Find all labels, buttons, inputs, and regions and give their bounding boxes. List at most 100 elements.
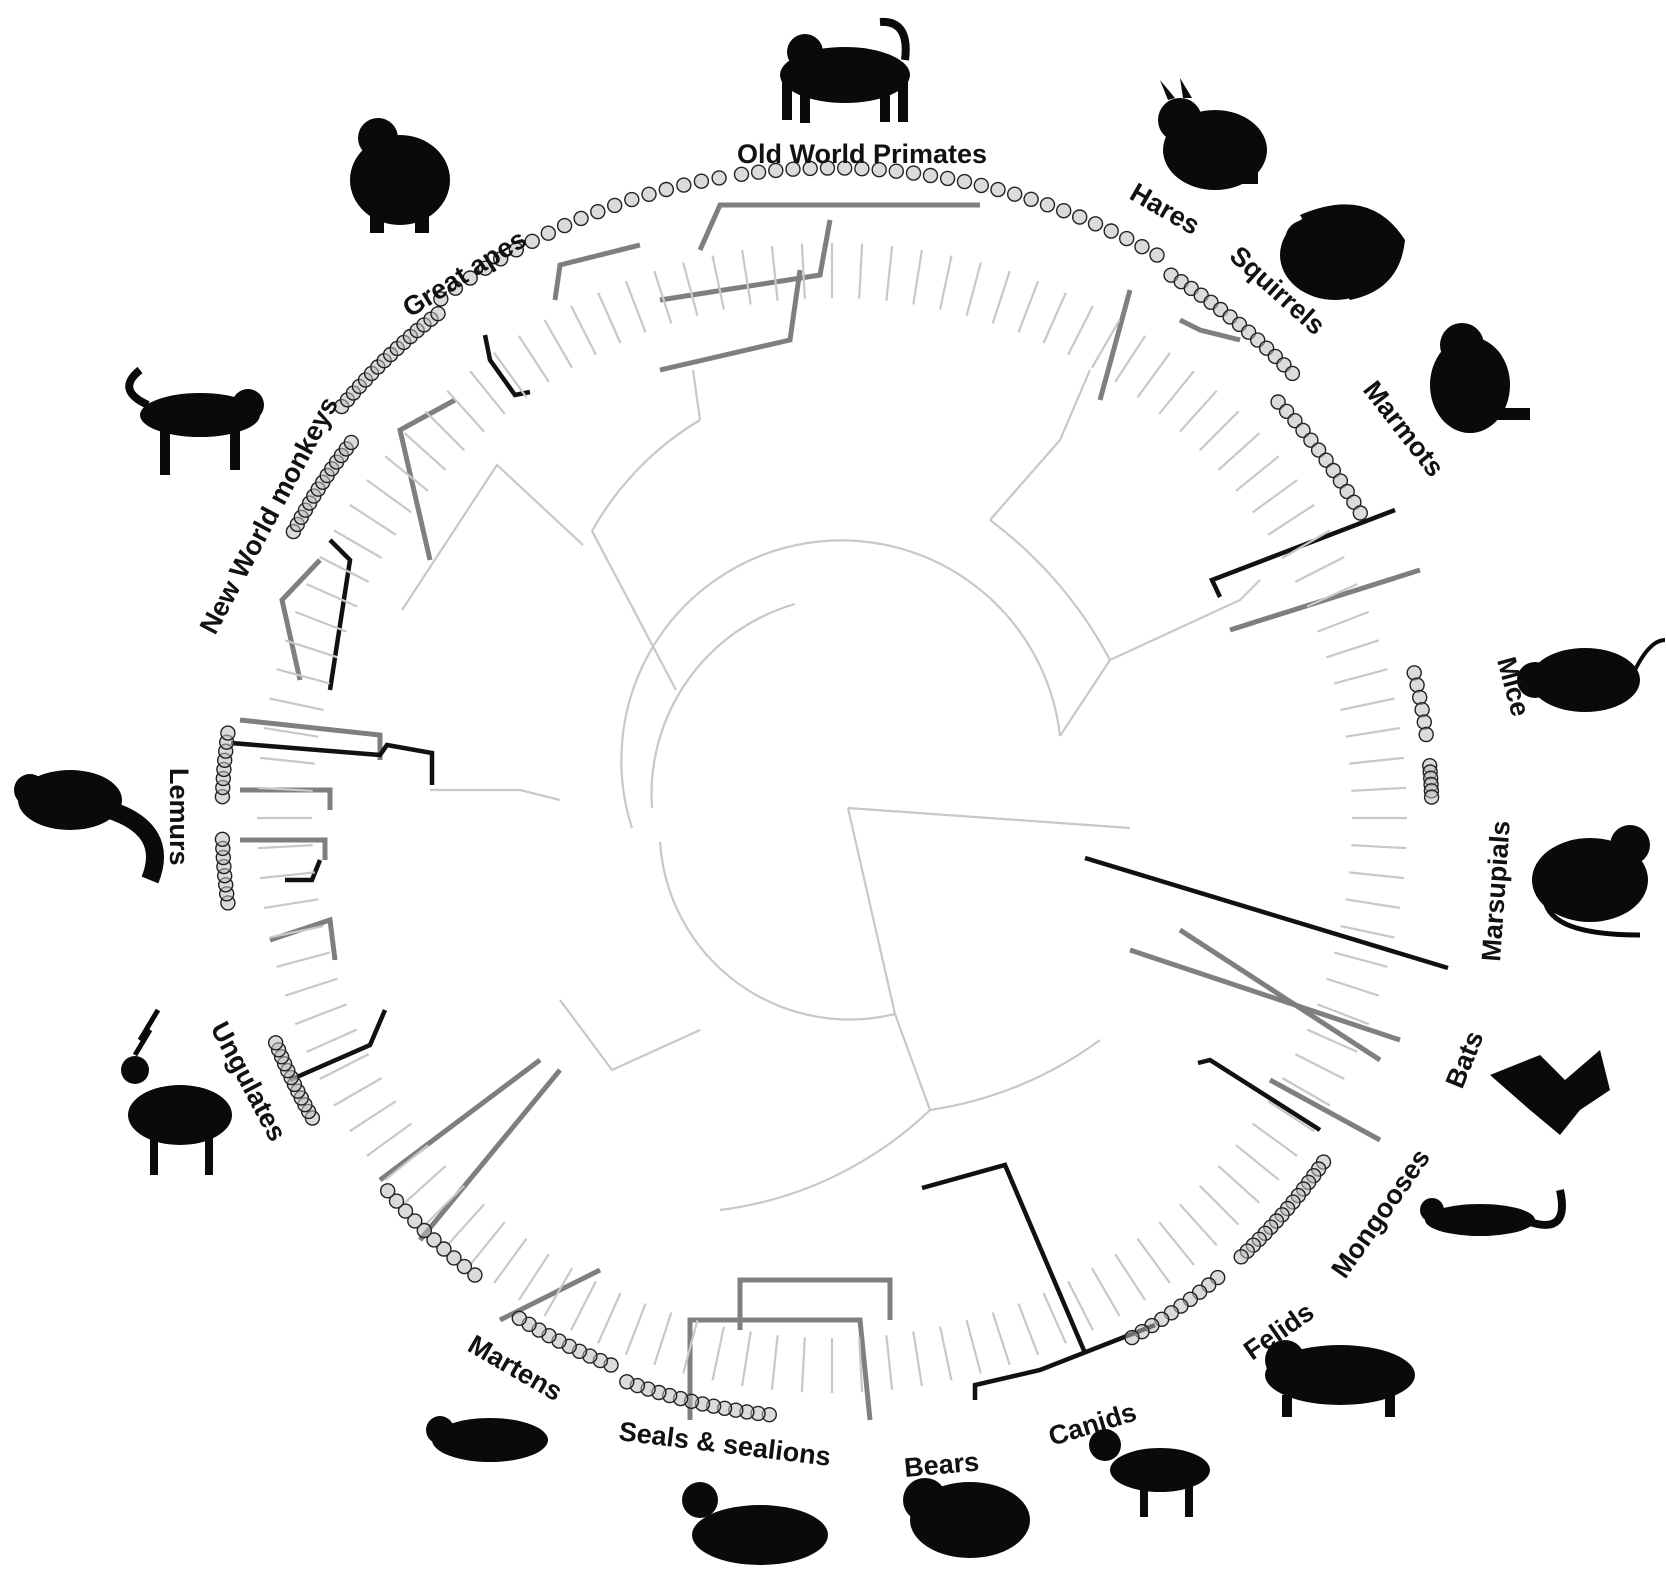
tip-line: [885, 1335, 894, 1391]
canid-stem: [921, 1162, 1088, 1354]
bat-branch: [1129, 947, 1401, 1043]
tip-line: [597, 292, 622, 344]
tip-line: [1136, 352, 1171, 398]
tip-circle: [556, 217, 573, 234]
tip-line: [257, 786, 313, 792]
tip-circle: [802, 160, 818, 177]
tip-line: [741, 1331, 752, 1387]
tip-circle: [1055, 202, 1072, 219]
tip-circle: [1233, 1249, 1249, 1265]
tip-line: [885, 245, 894, 301]
tip-lines: [257, 243, 1407, 1393]
tip-line: [284, 639, 338, 659]
tip-line: [1294, 1053, 1345, 1080]
mice-dark-branch: [1208, 507, 1396, 598]
tip-line: [965, 1320, 982, 1374]
mouse-silhouette: [1517, 638, 1666, 712]
lemur-branch: [240, 837, 328, 860]
tip-line: [1067, 1280, 1094, 1331]
marmot-silhouette: [1430, 323, 1530, 433]
tip-line: [384, 1144, 429, 1181]
tip-line: [1349, 871, 1405, 880]
feliform-arc: [929, 1039, 1101, 1112]
seal-branch: [687, 1317, 873, 1421]
tip-line: [1042, 1292, 1067, 1344]
ungulate-dark-branch: [289, 1009, 388, 1083]
tip-line: [1217, 432, 1261, 471]
backbone-arc: [650, 602, 796, 809]
label-great-apes: Great apes: [397, 224, 531, 323]
tip-circle: [1325, 462, 1342, 479]
tip-line: [259, 871, 315, 880]
tip-circle: [1416, 714, 1433, 730]
marten-silhouette: [426, 1416, 548, 1462]
tip-line: [1340, 925, 1395, 939]
tip-circle: [676, 177, 692, 193]
tip-circle: [426, 1232, 442, 1248]
tip-line: [469, 1221, 506, 1266]
tip-circle: [750, 164, 767, 180]
tip-line: [858, 1337, 864, 1393]
lemur-stem: [430, 788, 561, 802]
tip-circle: [1103, 223, 1119, 239]
tip-line: [294, 610, 347, 633]
lemur-branch: [240, 787, 333, 810]
tip-line: [403, 432, 447, 471]
tip-line: [1235, 1144, 1280, 1181]
tip-circle: [220, 725, 236, 741]
squirrel-silhouette: [1280, 204, 1405, 300]
tip-circle: [268, 1035, 284, 1051]
lemur-dark-branch: [230, 740, 435, 785]
tip-circle: [785, 161, 801, 177]
tiger-silhouette: [1265, 1340, 1415, 1417]
spider-monkey-silhouette: [125, 366, 264, 475]
tip-line: [1345, 727, 1401, 738]
ungulate-stem: [559, 999, 701, 1072]
nwm-stem: [401, 463, 584, 611]
tip-line: [1091, 1267, 1121, 1317]
tip-circle: [837, 160, 853, 176]
tip-line: [912, 1331, 923, 1387]
tip-markers: [214, 160, 1440, 1423]
tip-line: [741, 249, 752, 305]
tip-circle: [446, 1250, 462, 1266]
tip-line: [770, 1335, 779, 1391]
tip-circle: [922, 167, 939, 184]
primate-stem: [591, 530, 677, 691]
tip-line: [653, 1312, 673, 1366]
animal-silhouettes: [14, 17, 1666, 1565]
tip-circle: [1287, 413, 1303, 429]
tip-line: [424, 1184, 466, 1226]
tip-circle: [511, 1310, 527, 1327]
bat-silhouette: [1490, 1050, 1610, 1135]
tip-line: [1317, 610, 1370, 633]
tip-circle: [641, 186, 657, 203]
rodent-stem: [989, 519, 1112, 737]
tip-circle: [854, 160, 870, 177]
tip-line: [1334, 668, 1388, 685]
label-seals: Seals & sealions: [617, 1416, 832, 1472]
tip-line: [1198, 410, 1240, 452]
tip-line: [1267, 1100, 1315, 1133]
owp-branch: [659, 219, 833, 303]
tip-line: [991, 270, 1011, 324]
tip-line: [1340, 697, 1395, 711]
hare-silhouette: [1158, 78, 1267, 190]
label-mongooses: Mongooses: [1325, 1143, 1436, 1283]
tip-circle: [624, 191, 640, 208]
tip-line: [1351, 844, 1407, 850]
tip-line: [1091, 319, 1121, 369]
tip-line: [570, 305, 597, 356]
nwm-dark-branch: [327, 538, 353, 691]
label-bats: Bats: [1440, 1027, 1490, 1093]
tip-line: [1252, 1122, 1298, 1157]
tip-line: [263, 898, 319, 909]
tip-line: [597, 1292, 622, 1344]
tip-line: [284, 977, 338, 997]
tip-circle: [493, 251, 509, 267]
tip-line: [1281, 529, 1331, 559]
lemur-silhouette: [14, 770, 164, 884]
tip-line: [1326, 639, 1380, 659]
